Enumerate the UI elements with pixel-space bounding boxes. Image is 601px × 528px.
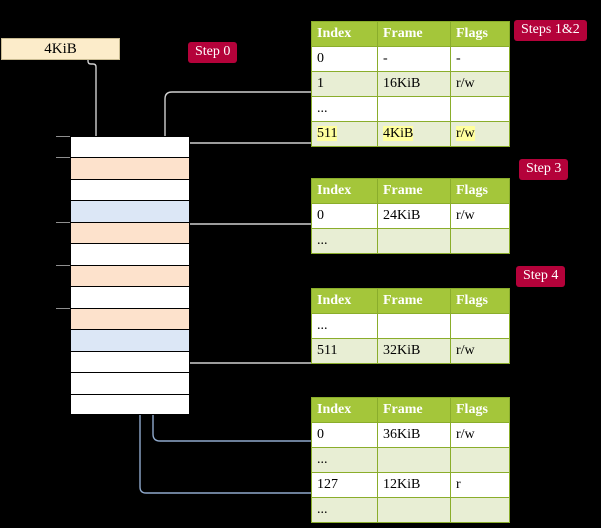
table-cell — [450, 447, 510, 473]
column-header-frame: Frame — [377, 178, 451, 204]
badge-steps-1-2: Steps 1&2 — [514, 20, 587, 41]
table-cell: 12KiB — [377, 472, 451, 498]
column-header-flags: Flags — [450, 288, 510, 314]
column-header-index: Index — [311, 397, 378, 423]
table-row: ... — [311, 96, 510, 122]
table-row: ... — [311, 313, 510, 339]
table-cell: ... — [311, 96, 378, 122]
column-header-index: Index — [311, 21, 378, 47]
memory-frame-row — [70, 157, 190, 179]
physical-memory-frames — [70, 136, 190, 415]
table-cell: ... — [311, 228, 378, 254]
table-cell: 4KiB — [377, 121, 451, 147]
table-cell: 127 — [311, 472, 378, 498]
memory-frame-row — [70, 350, 190, 373]
memory-frame-row — [70, 243, 190, 265]
table-cell — [450, 497, 510, 523]
table-row: ... — [311, 497, 510, 523]
table-cell: ... — [311, 447, 378, 473]
column-header-flags: Flags — [450, 21, 510, 47]
memory-frame-row — [70, 329, 190, 351]
table-cell — [377, 497, 451, 523]
memory-frame-row — [70, 393, 190, 415]
column-header-frame: Frame — [377, 288, 451, 314]
table-cell: r/w — [450, 338, 510, 364]
memory-frame-row — [70, 372, 190, 394]
table-cell — [377, 96, 451, 122]
column-header-index: Index — [311, 178, 378, 204]
column-header-index: Index — [311, 288, 378, 314]
table-cell: 32KiB — [377, 338, 451, 364]
badge-step-4: Step 4 — [516, 266, 566, 287]
table-cell: 0 — [311, 203, 378, 229]
frame-tick-mark — [56, 264, 70, 266]
table-cell: 511 — [311, 121, 378, 147]
badge-step-0: Step 0 — [188, 42, 238, 63]
table-cell: r/w — [450, 71, 510, 97]
table-cell: - — [377, 46, 451, 72]
column-header-flags: Flags — [450, 178, 510, 204]
frame-tick-mark — [56, 157, 70, 159]
table-cell: r — [450, 472, 510, 498]
memory-frame-row — [70, 221, 190, 244]
page-box-4kib: 4KiB — [1, 38, 120, 60]
memory-frame-row — [70, 178, 190, 201]
memory-frame-row — [70, 264, 190, 287]
table-cell: 16KiB — [377, 71, 451, 97]
memory-frame-row — [70, 307, 190, 330]
wire-step3 — [177, 223, 311, 264]
column-header-frame: Frame — [377, 397, 451, 423]
column-header-frame: Frame — [377, 21, 451, 47]
table-row: ... — [311, 228, 510, 254]
frame-tick-mark — [56, 307, 70, 309]
memory-frame-row — [70, 136, 190, 158]
table-cell — [377, 313, 451, 339]
table-cell — [377, 447, 451, 473]
frame-tick-mark — [56, 221, 70, 223]
table-cell: ... — [311, 497, 378, 523]
table-cell: 1 — [311, 71, 378, 97]
table-cell — [377, 228, 451, 254]
page-box-label: 4KiB — [44, 40, 77, 57]
memory-frame-row — [70, 286, 190, 308]
table-cell — [450, 313, 510, 339]
wire-step4 — [171, 312, 311, 364]
table-cell: 0 — [311, 46, 378, 72]
table-cell: 0 — [311, 422, 378, 448]
badge-step-3: Step 3 — [519, 159, 569, 180]
table-cell: r/w — [450, 422, 510, 448]
table-row: 0-- — [311, 46, 510, 72]
table-cell — [450, 228, 510, 254]
column-header-flags: Flags — [450, 397, 510, 423]
table-cell: ... — [311, 313, 378, 339]
table-cell: r/w — [450, 203, 510, 229]
table-cell: 24KiB — [377, 203, 451, 229]
table-cell: r/w — [450, 121, 510, 147]
frame-tick-mark — [56, 136, 70, 137]
memory-frame-row — [70, 200, 190, 222]
table-row: ... — [311, 447, 510, 473]
table-cell — [450, 96, 510, 122]
table-cell: 36KiB — [377, 422, 451, 448]
table-cell: - — [450, 46, 510, 72]
table-cell: 511 — [311, 338, 378, 364]
